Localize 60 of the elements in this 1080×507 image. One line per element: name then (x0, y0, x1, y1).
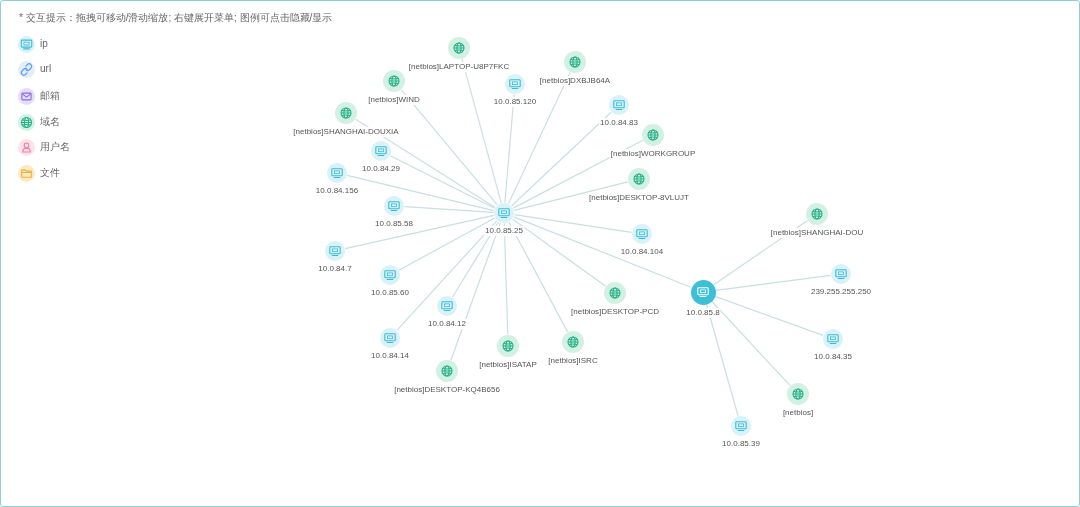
edge-line (450, 222, 501, 361)
edge-line (513, 216, 692, 288)
edge-line (461, 58, 502, 204)
legend-label: 域名 (40, 116, 60, 128)
node-label: 10.0.84.29 (361, 164, 401, 174)
node-label: 10.0.85.120 (492, 97, 538, 107)
node-label: 10.0.85.58 (374, 219, 414, 229)
legend-label: 用户名 (40, 141, 70, 153)
edge-line (513, 181, 629, 211)
node-label: 10.0.84.156 (314, 186, 360, 196)
node-label: [netbios]WORKGROUP (609, 149, 697, 159)
edge-line (398, 217, 496, 271)
node-label: [netbios]DESKTOP-8VLUJT (588, 193, 690, 203)
edge-line (714, 295, 824, 336)
node-label: 10.0.84.104 (619, 247, 665, 257)
edge-line (507, 71, 571, 205)
node-label: [netbios]ISATAP (478, 360, 538, 370)
node-label: 10.0.85.39 (721, 439, 761, 449)
edge-line (513, 214, 633, 233)
node-label: [netbios]DXBJB64A (538, 76, 612, 86)
edge-line (389, 155, 496, 209)
node-label: [netbios]WIND (367, 95, 421, 105)
edge-line (346, 174, 495, 212)
edge-line (355, 118, 496, 208)
edge-line (503, 222, 509, 336)
edge-line (344, 214, 495, 250)
legend-label: ip (40, 38, 48, 50)
node-label: 10.0.84.12 (427, 319, 467, 329)
edge-line (508, 221, 569, 333)
edge-line (511, 111, 612, 207)
node-label: 10.0.84.35 (813, 352, 853, 362)
legend-label: 邮箱 (40, 90, 60, 102)
node-label: 10.0.84.7 (317, 264, 353, 274)
edge-line (504, 93, 515, 204)
edge-line (396, 220, 498, 331)
node-label: [netbios]ISRC (547, 356, 599, 366)
node-label: 10.0.85.25 (484, 226, 524, 236)
node-label: 10.0.84.14 (370, 351, 410, 361)
node-label: 239.255.255.250 (809, 287, 873, 297)
edge-line (715, 274, 832, 291)
edge-line (705, 303, 739, 417)
node-label: [netbios]SHANGHAI-DOUXIA (292, 127, 400, 137)
edge-line (403, 206, 495, 213)
edge-line (451, 221, 500, 298)
node-label: [netbios]LAPTOP-U8P7FKC (407, 62, 511, 72)
edge-line (512, 139, 644, 209)
node-label: 10.0.85.8 (685, 307, 721, 318)
node-label: 10.0.84.83 (599, 118, 639, 128)
node-label: [netbios] (781, 408, 815, 418)
node-label: [netbios]DESKTOP-KQ4B656 (393, 385, 501, 395)
legend-label: 文件 (40, 167, 60, 179)
node-label: 10.0.85.60 (370, 288, 410, 298)
edge-line (400, 89, 498, 206)
edge-line (713, 219, 809, 286)
legend-label: url (40, 63, 52, 75)
edge-line (511, 218, 607, 287)
node-label: [netbios]SHANGHAI-DOU (769, 228, 865, 238)
hint-text: * 交互提示：拖拽可移动/滑动缩放; 右键展开菜单; 图例可点击隐藏/显示 (19, 12, 333, 24)
node-label: [netbios]DESKTOP-PCD (570, 307, 660, 317)
edge-line (711, 300, 791, 387)
